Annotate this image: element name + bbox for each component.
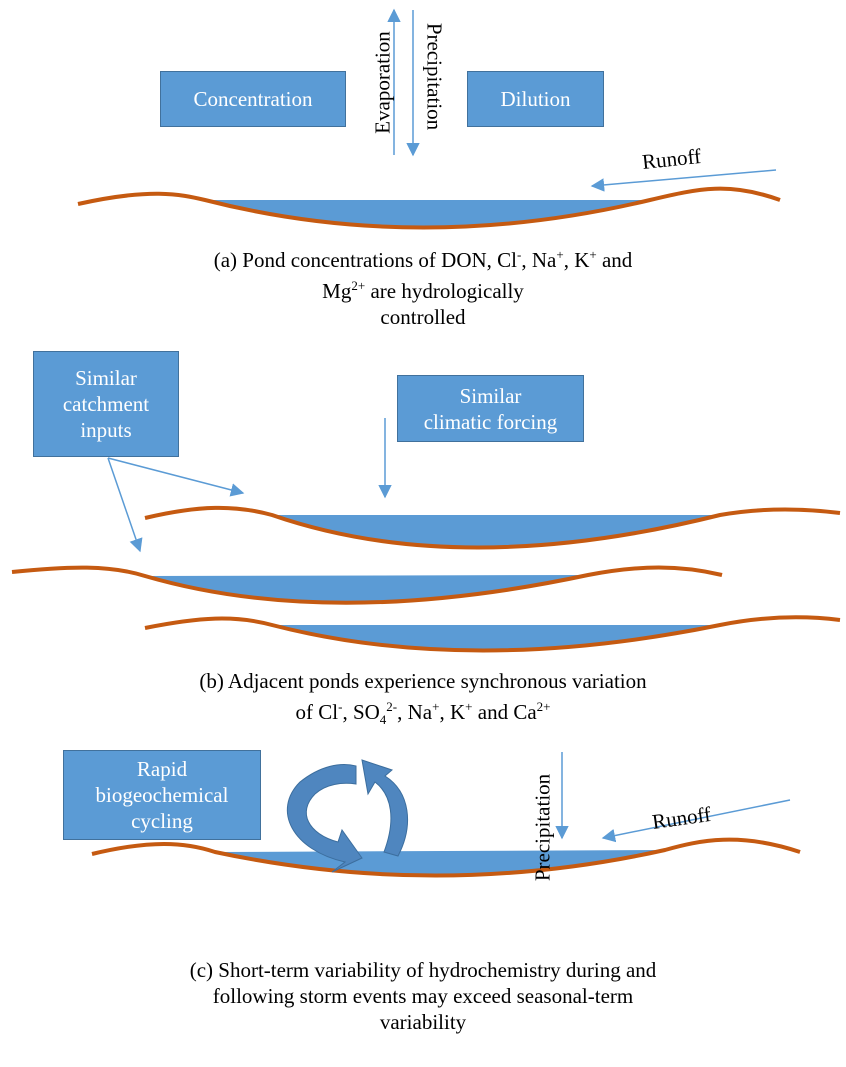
precipitation-label-a: Precipitation bbox=[422, 22, 447, 131]
biogeochemical-cycling-box: Rapid biogeochemical cycling bbox=[63, 750, 261, 840]
caption-a-line1: (a) Pond concentrations of DON, Cl-, Na+… bbox=[213, 247, 633, 272]
pond-b3-ground bbox=[144, 615, 841, 653]
cycle-arrow-left bbox=[286, 764, 363, 873]
catchment-inputs-box: Similar catchment inputs bbox=[33, 351, 179, 457]
concentration-box: Concentration bbox=[160, 71, 346, 127]
precipitation-label-c: Precipitation bbox=[530, 773, 555, 882]
pond-a-ground bbox=[77, 186, 781, 230]
catchment-arrow-2 bbox=[107, 457, 143, 553]
pond-c-ground bbox=[91, 837, 801, 878]
runoff-arrow-c bbox=[601, 799, 791, 843]
pond-b2-ground bbox=[11, 565, 723, 605]
evaporation-label: Evaporation bbox=[370, 31, 395, 134]
caption-a-line3: controlled bbox=[380, 305, 466, 329]
pond-b1-ground bbox=[144, 505, 841, 550]
dilution-box: Dilution bbox=[467, 71, 604, 127]
caption-c-line1: (c) Short-term variability of hydrochemi… bbox=[189, 958, 657, 982]
caption-b-line2: of Cl-, SO42-, Na+, K+ and Ca2+ bbox=[295, 699, 551, 728]
caption-c-line3: variability bbox=[379, 1010, 467, 1034]
caption-a: (a) Pond concentrations of DON, Cl-, Na+… bbox=[0, 242, 846, 330]
cycle-arrow-right bbox=[361, 759, 409, 857]
runoff-arrow-a bbox=[590, 169, 777, 192]
caption-c: (c) Short-term variability of hydrochemi… bbox=[0, 957, 846, 1035]
caption-b-line1: (b) Adjacent ponds experience synchronou… bbox=[199, 669, 647, 693]
caption-a-line2: Mg2+ are hydrologically bbox=[322, 278, 524, 303]
pond-b2-water bbox=[145, 575, 588, 603]
climatic-forcing-box: Similar climatic forcing bbox=[397, 375, 584, 442]
caption-c-line2: following storm events may exceed season… bbox=[212, 984, 634, 1008]
caption-b: (b) Adjacent ponds experience synchronou… bbox=[0, 668, 846, 733]
catchment-arrow-1 bbox=[107, 457, 245, 497]
